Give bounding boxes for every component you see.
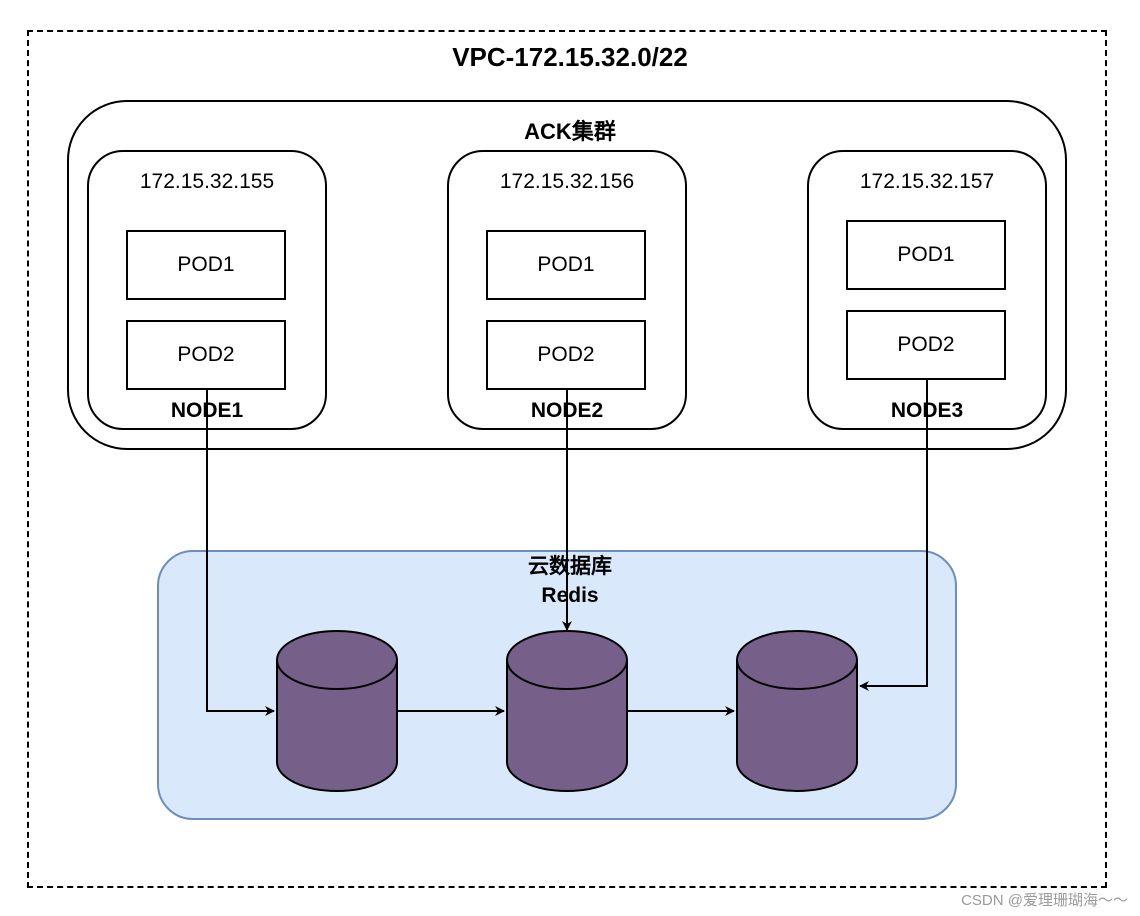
node-2-ip: 172.15.32.156 [499, 170, 635, 193]
node-1-pod-2: POD2 [126, 320, 286, 390]
cluster-title: ACK集群 [524, 119, 616, 144]
node-2-pod-1: POD1 [486, 230, 646, 300]
database-cylinder-1 [276, 630, 398, 792]
redis-title-line2: Redis [541, 584, 599, 607]
watermark: CSDN @爱理珊瑚海～～ [961, 892, 1128, 909]
database-cylinder-3 [736, 630, 858, 792]
database-cylinder-2 [506, 630, 628, 792]
node-2-pod-2: POD2 [486, 320, 646, 390]
node-3-ip: 172.15.32.157 [859, 170, 995, 193]
node-3-pod-2: POD2 [846, 310, 1006, 380]
connector-node3-pod2-to-db3 [859, 380, 928, 691]
vpc-title: VPC-172.15.32.0/22 [452, 42, 688, 72]
redis-title: 云数据库 Redis [0, 552, 1140, 610]
connector-node1-pod2-to-db1 [206, 390, 275, 716]
node-1-pod-1: POD1 [126, 230, 286, 300]
node-1-ip: 172.15.32.155 [139, 170, 275, 193]
node-3-pod-1: POD1 [846, 220, 1006, 290]
redis-title-line1: 云数据库 [528, 555, 612, 578]
vpc-boundary [27, 30, 1107, 888]
